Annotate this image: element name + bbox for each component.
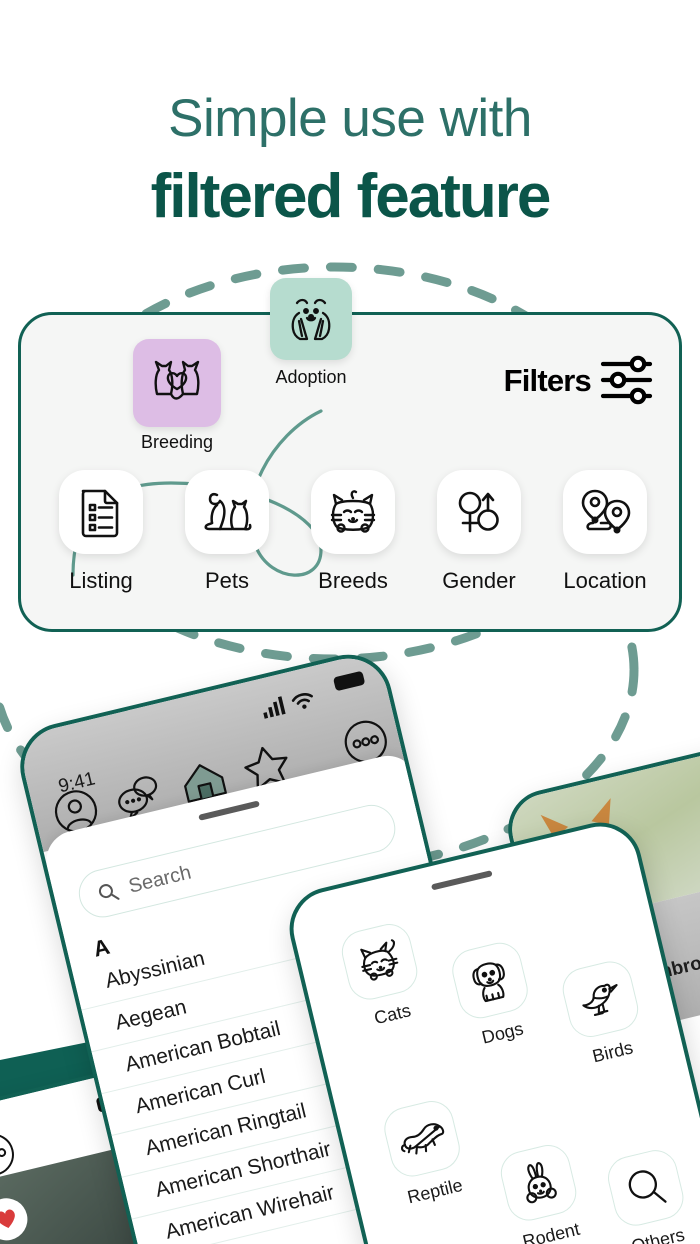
breeds-section-letter: A [90, 933, 113, 962]
home-icon[interactable] [175, 754, 233, 811]
partial-phone-topbar [0, 1062, 175, 1187]
category-chip-reptile[interactable] [380, 1096, 465, 1181]
filters-title: Filters [503, 363, 592, 398]
two-cats-heart-icon [154, 360, 200, 400]
mode-label-breeding: Breeding [140, 432, 214, 452]
category-item-dogs[interactable]: Dogs [432, 934, 565, 1098]
gender-symbols-icon [458, 491, 499, 533]
category-chip-dogs[interactable] [447, 938, 533, 1023]
lizard-icon [401, 1123, 445, 1155]
filter-label-listing: Listing [69, 568, 133, 593]
category-label-dogs: Dogs [479, 1018, 526, 1048]
category-label-others: Others [629, 1224, 687, 1244]
headline-line-2: filtered feature [150, 162, 552, 231]
star-icon[interactable] [239, 738, 295, 796]
page-title: Simple use with filtered feature [0, 88, 700, 234]
category-grid: Cats [322, 868, 700, 1244]
filter-chip-listing[interactable] [59, 470, 143, 554]
search-icon [98, 884, 120, 900]
dog-and-cat-icon [204, 492, 252, 531]
mode-tile-breeding[interactable] [133, 339, 221, 427]
category-chip-rodent[interactable] [496, 1140, 581, 1225]
filters-card: Breeding Adoption Filters [18, 278, 682, 632]
category-chip-birds[interactable] [557, 957, 643, 1042]
magnifier-icon [628, 1170, 667, 1203]
filter-label-location: Location [563, 568, 647, 593]
phone-mockup-categories: Cats [280, 813, 700, 1244]
filter-label-breeds: Breeds [318, 568, 388, 593]
mode-tile-adoption[interactable] [270, 278, 352, 360]
category-item-others[interactable]: Others [587, 1142, 700, 1244]
filter-row: Listing Pets [47, 470, 659, 594]
filter-item-gender[interactable]: Gender [425, 470, 533, 594]
headline-line-1: Simple use with [168, 89, 532, 148]
filter-item-breeds[interactable]: Breeds [299, 470, 407, 594]
dog-icon [472, 962, 505, 1003]
battery-icon [332, 670, 366, 692]
breeds-sheet: Search A Abyssinian Aegean American Bobt… [40, 749, 521, 1244]
signal-and-wifi-icons [263, 693, 313, 719]
cat-icon [360, 939, 399, 981]
category-chip-cats[interactable] [337, 919, 423, 1004]
category-item-birds[interactable]: Birds [542, 953, 665, 1074]
filter-item-listing[interactable]: Listing [47, 470, 155, 594]
heart-icon[interactable] [0, 1193, 32, 1244]
map-pins-route-icon [581, 489, 631, 534]
rabbit-icon [526, 1162, 557, 1204]
category-item-rodent[interactable]: Rodent [480, 1137, 610, 1244]
cat-face-icon [330, 490, 376, 533]
filter-chip-gender[interactable] [437, 470, 521, 554]
phone-mockup-partial [0, 1058, 221, 1244]
chat-bubbles-icon[interactable] [111, 770, 169, 827]
hands-cradling-pet-icon [291, 298, 331, 341]
filter-chip-pets[interactable] [185, 470, 269, 554]
filter-label-pets: Pets [204, 568, 250, 593]
category-label-rodent: Rodent [520, 1218, 582, 1244]
category-label-birds: Birds [590, 1037, 635, 1067]
category-chip-others[interactable] [603, 1145, 688, 1231]
phone-mockup-breeds: 9:41 [11, 645, 521, 1244]
filter-item-pets[interactable]: Pets [173, 470, 281, 594]
sliders-icon[interactable] [600, 355, 654, 405]
category-item-reptile[interactable]: Reptile [364, 1093, 511, 1244]
filter-label-gender: Gender [442, 568, 516, 593]
filter-chip-breeds[interactable] [311, 470, 395, 554]
search-input[interactable]: Search [73, 799, 401, 923]
category-item-cats[interactable]: Cats [322, 916, 466, 1123]
more-dots-icon[interactable] [0, 1127, 22, 1187]
mode-label-adoption: Adoption [275, 367, 347, 387]
bird-icon [582, 983, 618, 1017]
filter-chip-location[interactable] [563, 470, 647, 554]
sheet-grabber[interactable] [430, 870, 493, 891]
partial-phone-photo [0, 1134, 219, 1244]
document-checklist-icon [81, 489, 119, 538]
category-label-cats: Cats [372, 1000, 413, 1029]
filter-item-location[interactable]: Location [551, 470, 659, 594]
category-label-reptile: Reptile [405, 1174, 465, 1208]
search-placeholder: Search [126, 861, 194, 898]
sheet-grabber[interactable] [198, 800, 260, 821]
